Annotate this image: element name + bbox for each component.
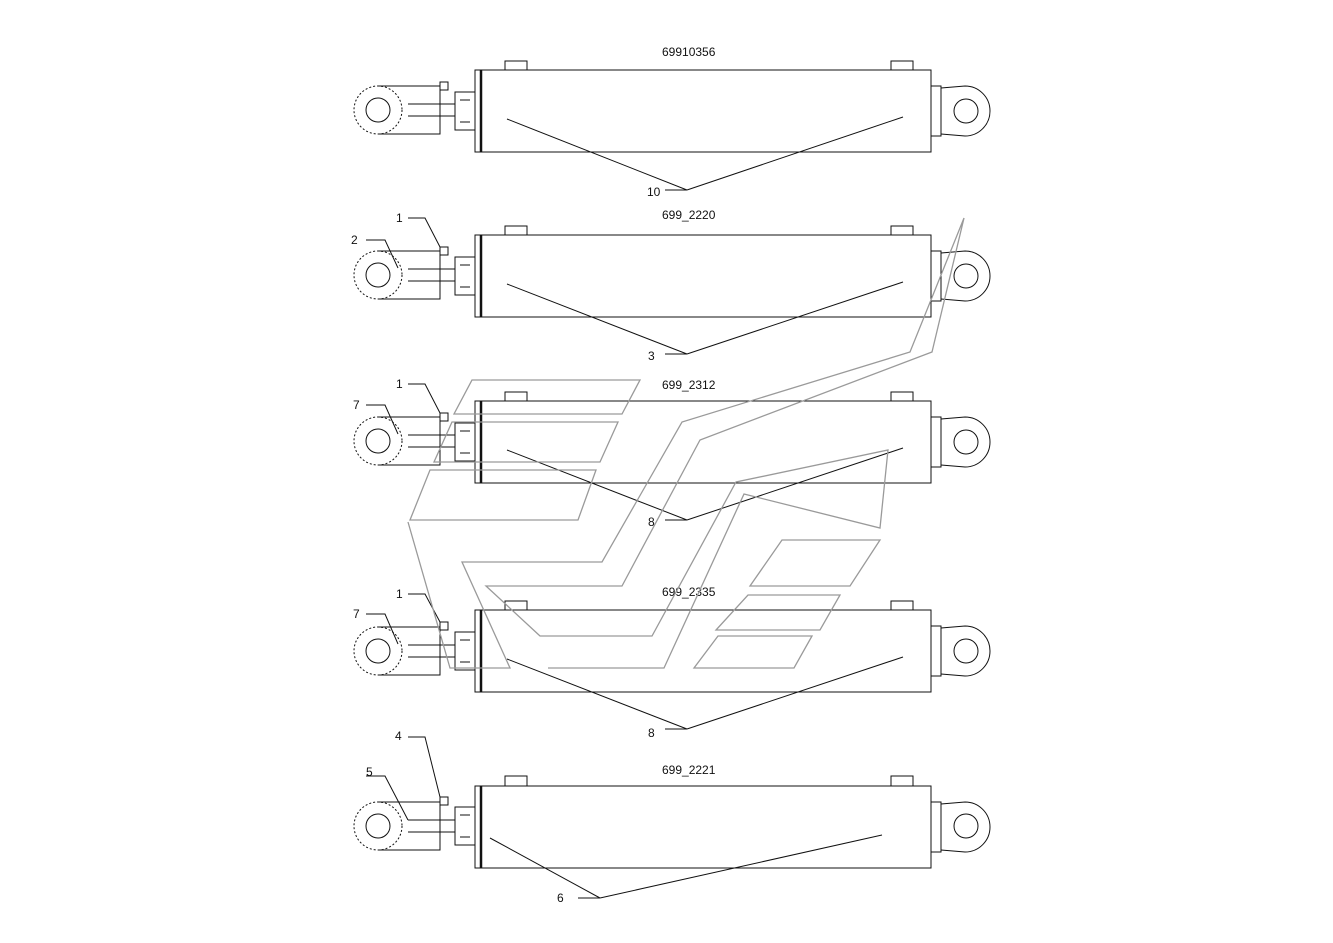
cylinder-drawing	[353, 600, 991, 693]
cylinder-assembly-5: 699_2221 4 5 6	[353, 729, 991, 905]
callout-label: 2	[351, 233, 358, 247]
leader-lines	[366, 383, 904, 521]
cylinder-assembly-2: 699_2220 1 2 3	[351, 208, 991, 363]
callout-label: 5	[366, 765, 373, 779]
callout-label: 7	[353, 398, 360, 412]
part-number: 699_2220	[662, 208, 716, 222]
callout-label: 1	[396, 377, 403, 391]
leader-lines	[366, 736, 883, 899]
leader-lines	[366, 217, 904, 355]
callout-label: 6	[557, 891, 564, 905]
cylinder-assembly-3: 699_2312 1 7 8	[353, 377, 991, 529]
cylinder-drawing	[353, 60, 991, 153]
part-number: 699_2221	[662, 763, 716, 777]
cylinder-assembly-4: 699_2335 1 7 8	[353, 585, 991, 740]
callout-label: 8	[648, 515, 655, 529]
callout-label: 10	[647, 185, 661, 199]
callout-label: 1	[396, 587, 403, 601]
cylinder-assembly-1: 69910356 10	[353, 45, 991, 199]
cylinder-drawing	[353, 225, 991, 318]
cylinder-drawing	[353, 775, 991, 869]
part-number: 699_2335	[662, 585, 716, 599]
cylinder-drawing	[353, 391, 991, 484]
callout-label: 4	[395, 729, 402, 743]
callout-label: 1	[396, 211, 403, 225]
part-number: 69910356	[662, 45, 716, 59]
leader-lines	[506, 116, 904, 191]
stylized-logo-watermark	[407, 217, 965, 669]
part-number: 699_2312	[662, 378, 716, 392]
callout-label: 7	[353, 607, 360, 621]
callout-label: 3	[648, 349, 655, 363]
callout-label: 8	[648, 726, 655, 740]
leader-lines	[366, 593, 904, 730]
